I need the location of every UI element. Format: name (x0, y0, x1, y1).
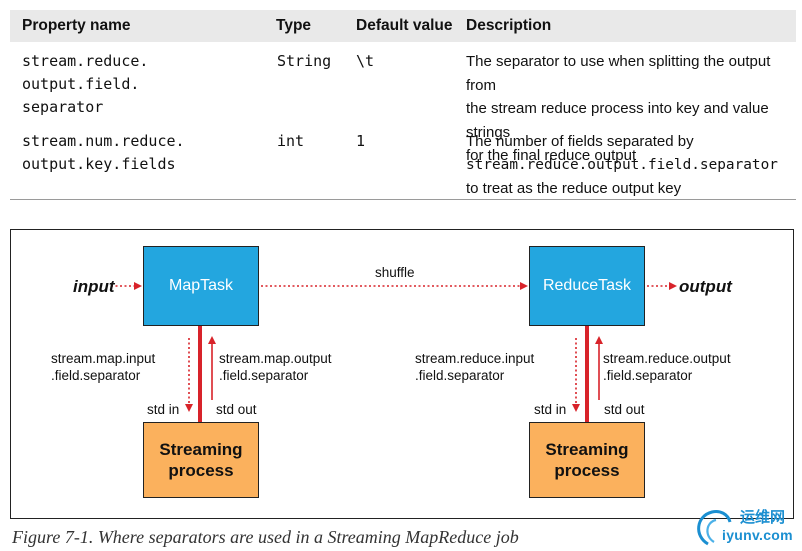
header-default-value: Default value (356, 17, 453, 34)
maptask-box: MapTask (143, 246, 259, 326)
description-line: for the final reduce output (466, 147, 637, 164)
reducetask-box: ReduceTask (529, 246, 645, 326)
reduce-std-out-label: std out (604, 402, 645, 417)
label-line: stream.reduce.input (415, 351, 535, 366)
label-line: stream.reduce.output (603, 351, 731, 366)
description-line: The separator to use when splitting the … (466, 53, 771, 94)
table-header: Property name Type Default value Descrip… (10, 10, 796, 42)
input-label: input (73, 277, 115, 296)
box-line: Streaming (159, 440, 243, 459)
box-line: process (554, 461, 620, 480)
label-line: stream.map.input (51, 351, 156, 366)
map-std-out-label: std out (216, 402, 257, 417)
label-line: .field.separator (415, 368, 505, 383)
description-line: the stream reduce process into key and v… (466, 100, 769, 141)
property-name-cell: stream.num.reduce. output.key.fields (22, 130, 185, 176)
watermark-text: 运维网 (740, 509, 786, 526)
separator-diagram: input output MapTask ReduceTask shuffle … (10, 229, 794, 519)
type-cell: String (277, 52, 332, 70)
type-cell: int (277, 132, 305, 150)
shuffle-label: shuffle (375, 265, 415, 280)
map-streaming-process-box: Streaming process (143, 422, 259, 498)
map-input-separator-label: stream.map.input .field.separator (51, 350, 155, 384)
description-cell: The number of fields separated by stream… (466, 130, 778, 201)
output-label: output (679, 277, 732, 296)
label-line: .field.separator (603, 368, 693, 383)
watermark-url: iyunv.com (722, 527, 793, 543)
diagram-arrows (111, 282, 677, 422)
default-value-cell: \t (356, 52, 375, 70)
box-line: process (168, 461, 234, 480)
watermark-logo-icon (697, 510, 732, 546)
header-property-name: Property name (22, 17, 131, 34)
property-name-line: stream.reduce. (22, 52, 149, 70)
property-name-line: output.key.fields (22, 155, 176, 173)
default-value-cell: 1 (356, 132, 366, 150)
map-output-separator-label: stream.map.output .field.separator (219, 350, 332, 384)
description-cell: The separator to use when splitting the … (466, 50, 796, 168)
property-name-line: output.field. (22, 75, 140, 93)
description-line: to treat as the reduce output key (466, 180, 682, 197)
header-type: Type (276, 17, 312, 34)
description-line-code: stream.reduce.output.field.separator (466, 156, 778, 173)
reduce-std-in-label: std in (534, 402, 567, 417)
label-line: .field.separator (51, 368, 141, 383)
property-name-line: separator (22, 98, 104, 116)
header-description: Description (466, 17, 552, 34)
description-line: The number of fields separated by (466, 133, 694, 150)
label-line: .field.separator (219, 368, 309, 383)
reduce-input-separator-label: stream.reduce.input .field.separator (415, 350, 534, 384)
table-bottom-rule (10, 199, 796, 200)
box-line: Streaming (545, 440, 629, 459)
property-name-cell: stream.reduce. output.field. separator (22, 50, 148, 119)
figure-caption: Figure 7-1. Where separators are used in… (12, 527, 519, 547)
reduce-streaming-process-box: Streaming process (529, 422, 645, 498)
property-name-line: stream.num.reduce. (22, 132, 185, 150)
reduce-output-separator-label: stream.reduce.output .field.separator (603, 350, 731, 384)
map-std-in-label: std in (147, 402, 180, 417)
label-line: stream.map.output (219, 351, 332, 366)
